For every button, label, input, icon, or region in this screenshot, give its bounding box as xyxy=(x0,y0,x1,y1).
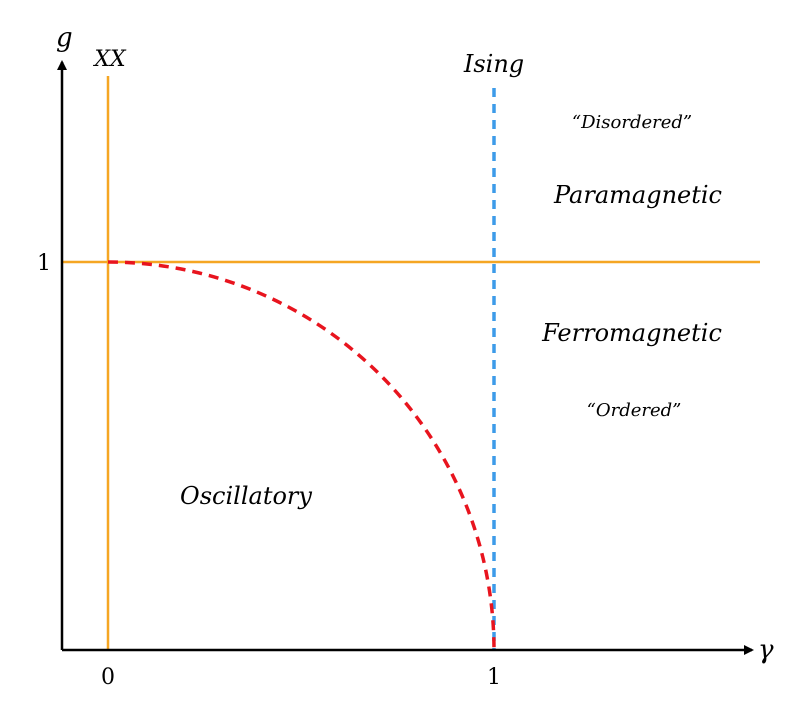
x-axis-symbol: γ xyxy=(758,635,774,665)
ordered-label: “Ordered” xyxy=(587,400,682,421)
xx-label: XX xyxy=(92,47,127,72)
ising-label: Ising xyxy=(463,50,524,78)
paramagnetic-label: Paramagnetic xyxy=(553,181,722,209)
x-tick-1: 1 xyxy=(487,665,501,690)
ferromagnetic-label: Ferromagnetic xyxy=(541,319,722,347)
y-tick-1: 1 xyxy=(37,251,51,276)
x-tick-0: 0 xyxy=(101,665,115,690)
disordered-label: “Disordered” xyxy=(572,112,692,133)
y-axis-symbol: g xyxy=(56,23,73,53)
oscillatory-label: Oscillatory xyxy=(180,482,312,510)
oscillatory-boundary-curve xyxy=(107,260,496,651)
